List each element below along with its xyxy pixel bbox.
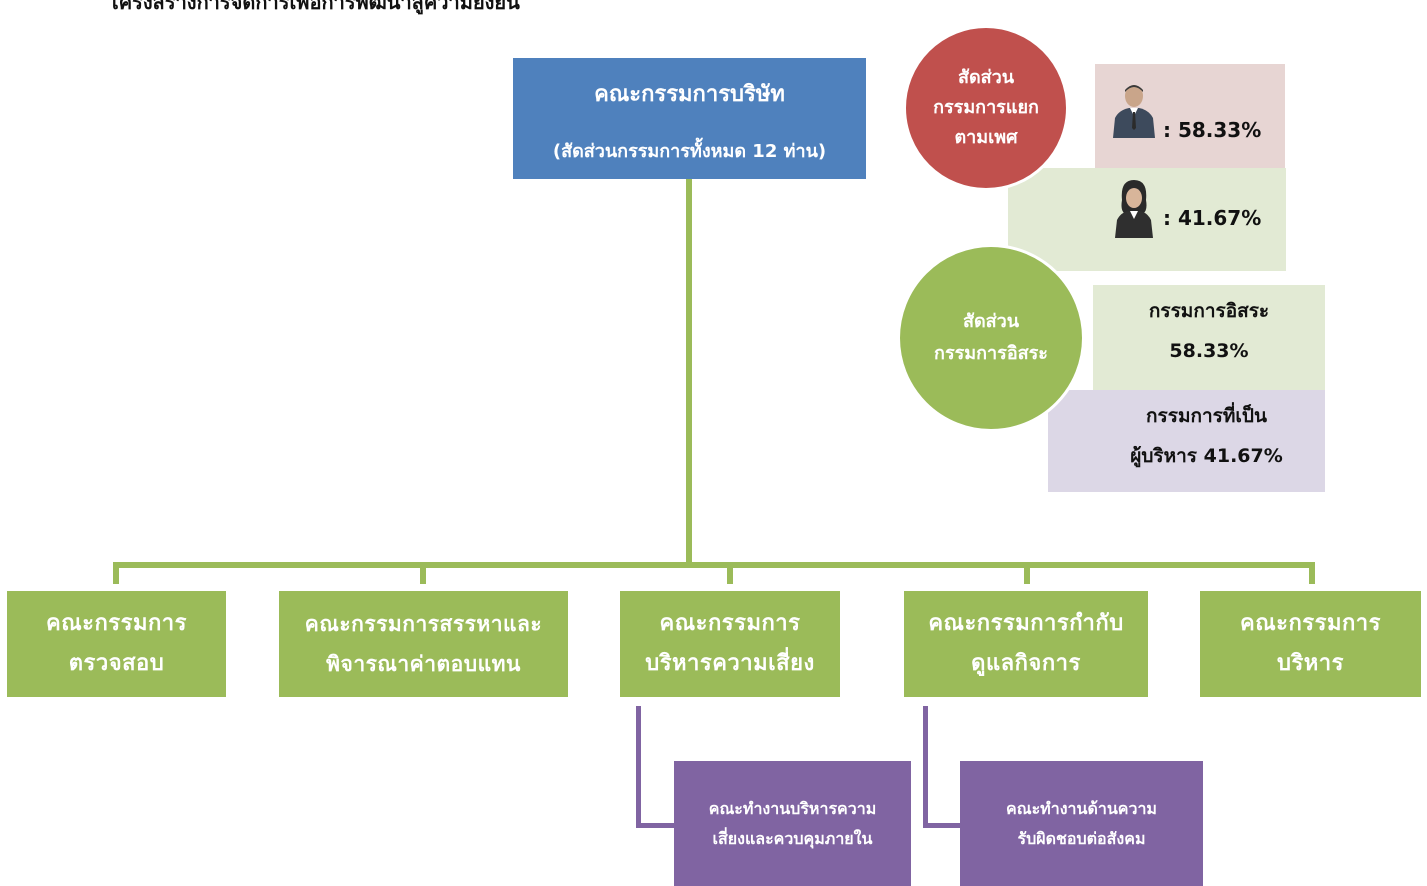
committee-audit: คณะกรรมการตรวจสอบ [7,591,226,697]
page-title: โครงสร้างการจัดการเพื่อการพัฒนาสู่ความยั… [108,0,520,14]
drop-line-1 [113,562,119,584]
committee-line1: คณะกรรมการ [46,611,187,636]
committee-governance: คณะกรรมการกำกับดูแลกิจการ [904,591,1148,697]
wg-line-2-horizontal [923,823,960,828]
committee-line2: ตรวจสอบ [68,651,165,676]
executive-label-line2: ผู้บริหาร 41.67% [1130,445,1283,467]
committee-line2: พิจารณาค่าตอบแทน [326,652,521,676]
committee-line1: คณะกรรมการสรรหาและ [304,612,543,636]
committee-bus-line [113,562,1315,568]
wg-line-1-vertical [636,706,641,828]
working-group-line2: รับผิดชอบต่อสังคม [1017,828,1146,848]
female-percentage: : 41.67% [1163,206,1262,230]
working-group-csr: คณะทำงานด้านความรับผิดชอบต่อสังคม [960,761,1203,886]
committee-line2: ดูแลกิจการ [971,651,1081,676]
independence-ratio-label-line2: กรรมการอิสระ [934,343,1048,364]
drop-line-4 [1024,562,1030,584]
working-group-risk-internal-control: คณะทำงานบริหารความเสี่ยงและควบคุมภายใน [674,761,911,886]
committee-line2: บริหาร [1277,651,1344,676]
gender-ratio-label-line1: สัดส่วน [957,67,1015,88]
gender-ratio-circle: สัดส่วน กรรมการแยก ตามเพศ [903,25,1069,191]
drop-line-5 [1309,562,1315,584]
working-group-line1: คณะทำงานด้านความ [1006,798,1157,818]
board-title: คณะกรรมการบริษัท [594,82,785,107]
independent-label: กรรมการอิสระ [1148,300,1270,322]
working-group-line2: เสี่ยงและควบคุมภายใน [712,828,873,848]
drop-line-3 [727,562,733,584]
committee-line1: คณะกรรมการกำกับ [928,611,1124,636]
independent-percentage: 58.33% [1169,340,1249,362]
gender-ratio-label-line2: กรรมการแยก [933,97,1039,118]
committee-risk: คณะกรรมการบริหารความเสี่ยง [620,591,840,697]
wg-line-1-horizontal [636,823,674,828]
gender-ratio-label-line3: ตามเพศ [954,127,1018,148]
committee-line1: คณะกรรมการ [659,611,801,636]
executive-label-line1: กรรมการที่เป็น [1146,405,1267,427]
wg-line-2-vertical [923,706,928,828]
working-group-line1: คณะทำงานบริหารความ [708,798,877,818]
independent-panel: กรรมการอิสระ 58.33% [1093,285,1325,390]
drop-line-2 [420,562,426,584]
businesswoman-icon [1111,178,1157,238]
male-percentage: : 58.33% [1163,118,1262,142]
board-subtitle: (สัดส่วนกรรมการทั้งหมด 12 ท่าน) [552,141,827,162]
independence-ratio-label-line1: สัดส่วน [962,311,1020,332]
committee-line2: บริหารความเสี่ยง [645,651,815,676]
executive-panel: กรรมการที่เป็น ผู้บริหาร 41.67% [1048,390,1325,492]
committee-nomination: คณะกรรมการสรรหาและพิจารณาค่าตอบแทน [279,591,568,697]
board-stem-line [686,179,692,566]
independence-ratio-circle: สัดส่วน กรรมการอิสระ [897,244,1085,432]
committee-line1: คณะกรรมการ [1240,611,1381,636]
businessman-icon [1111,82,1157,138]
committee-executive: คณะกรรมการบริหาร [1200,591,1421,697]
board-box: คณะกรรมการบริษัท (สัดส่วนกรรมการทั้งหมด … [513,58,866,179]
